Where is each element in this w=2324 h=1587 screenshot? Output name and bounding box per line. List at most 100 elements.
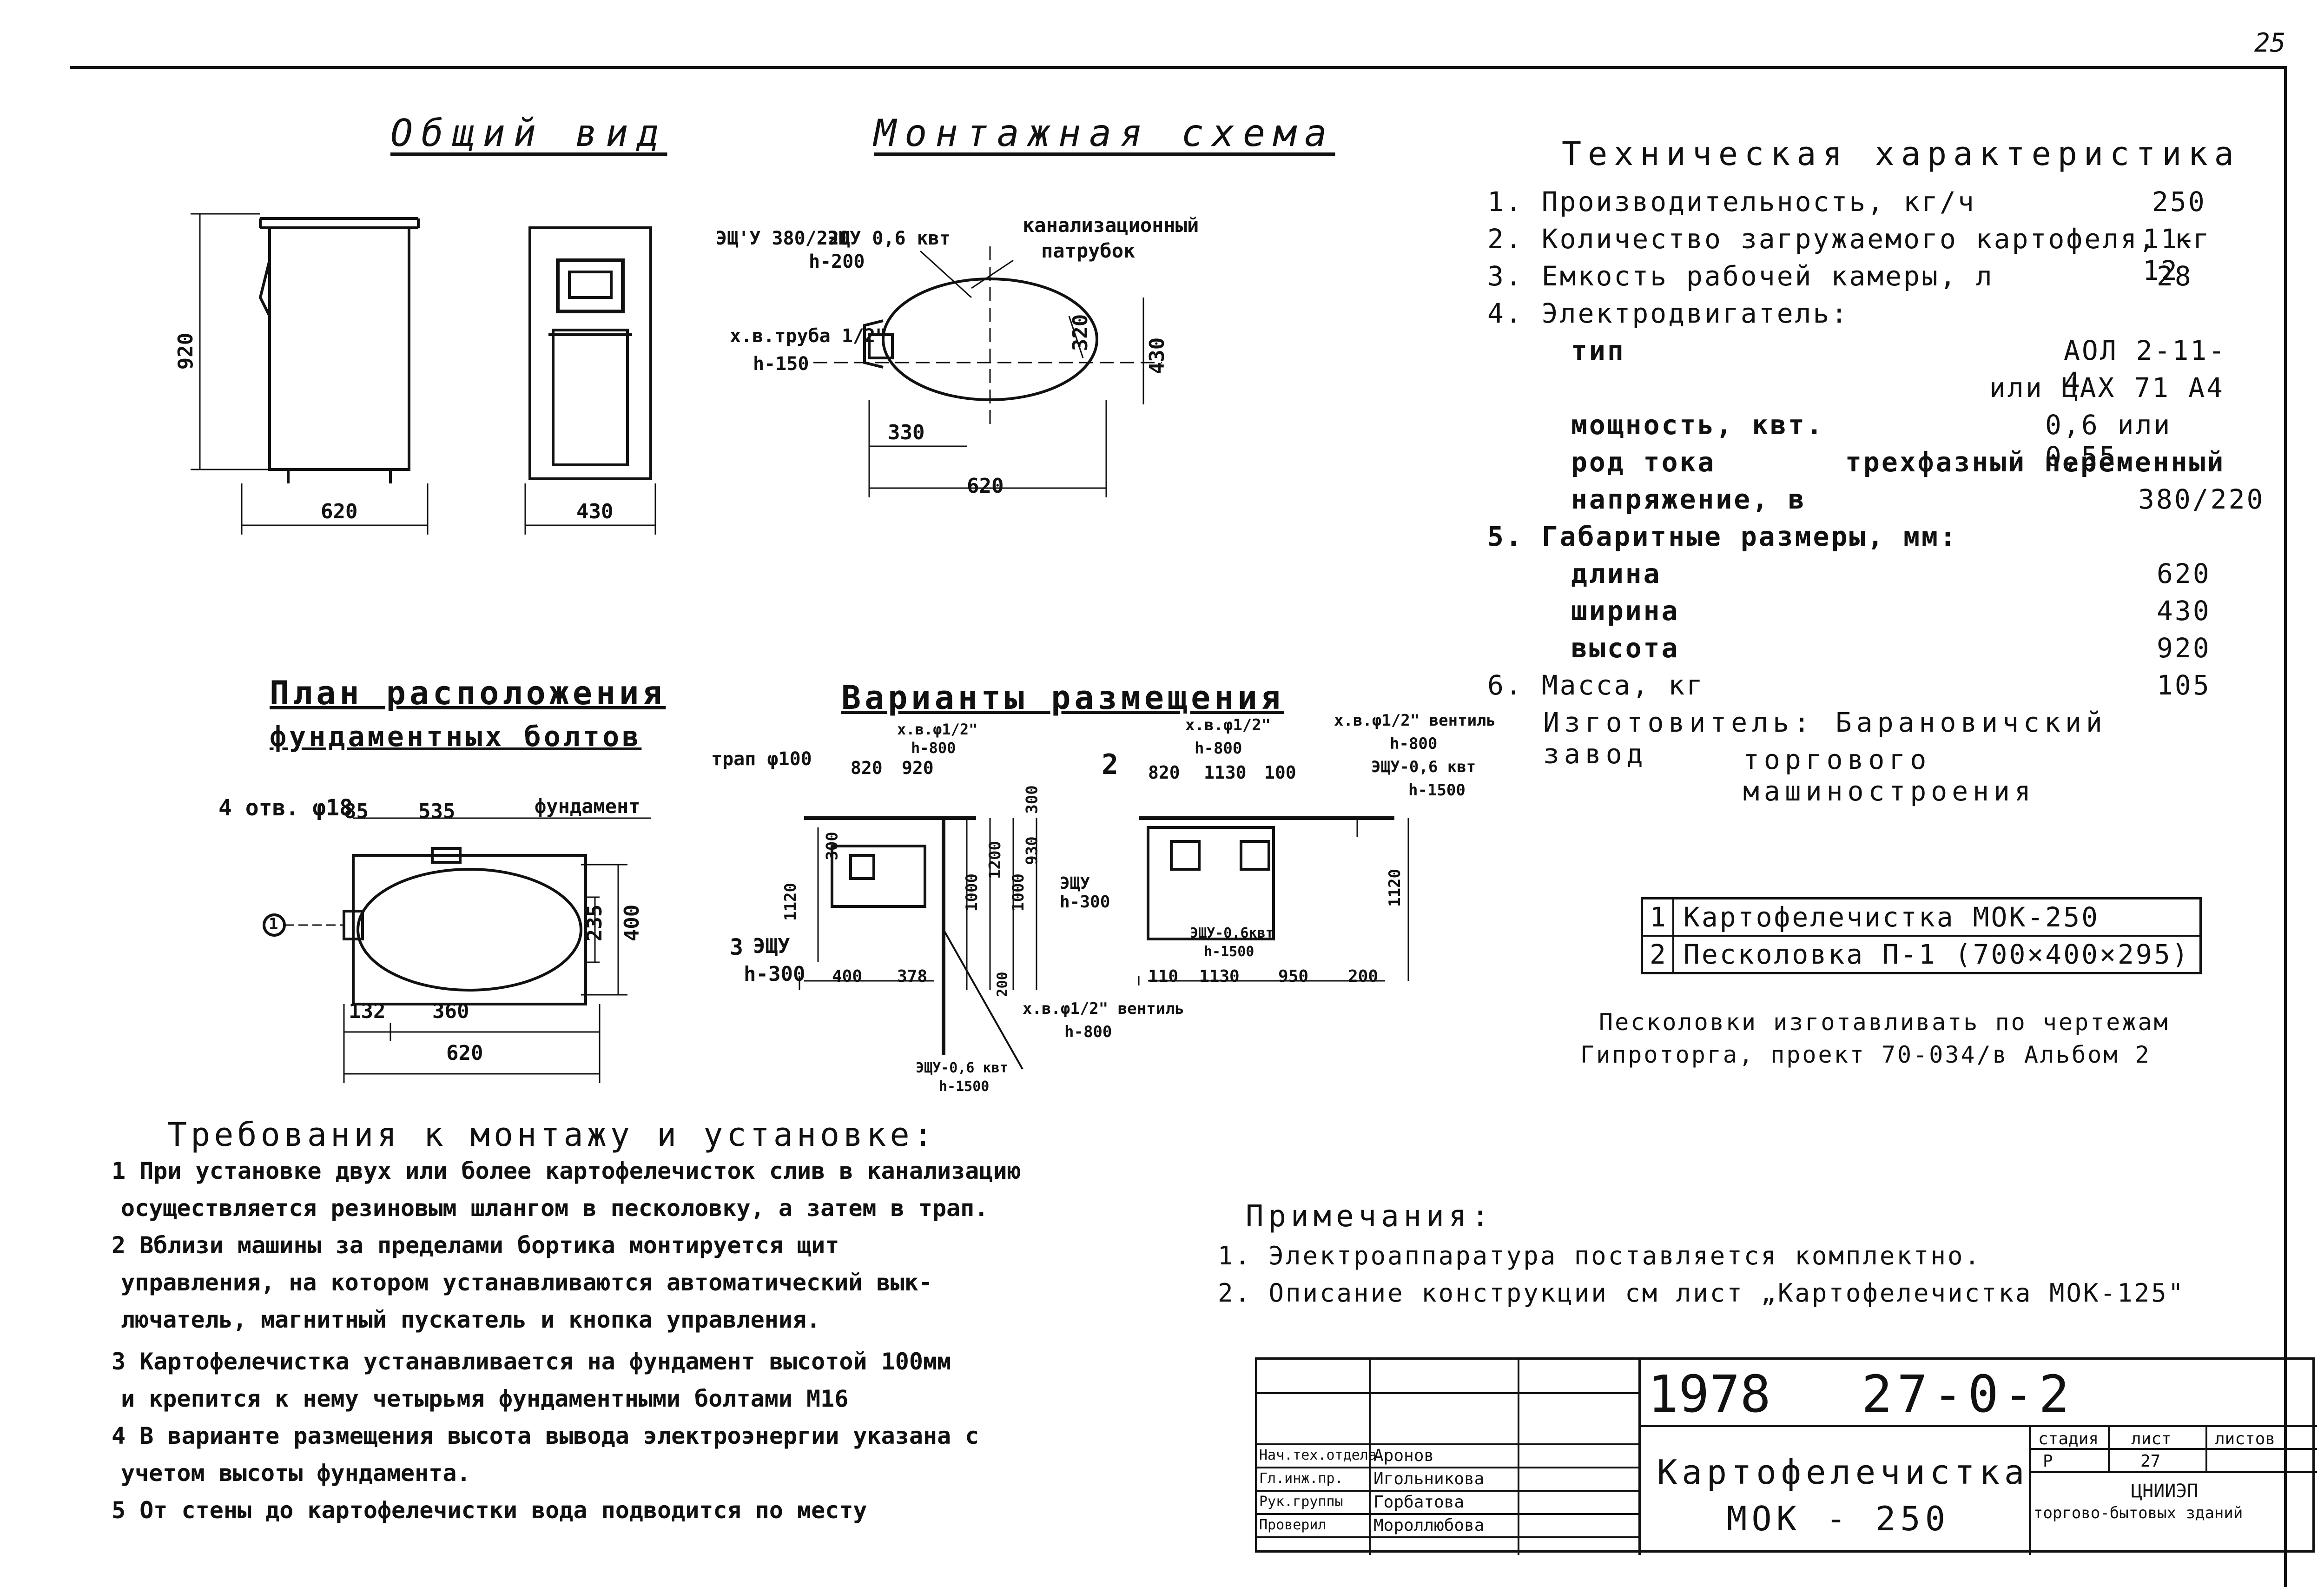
length-label: длина	[1571, 558, 1662, 589]
req-line: учетом высоты фундамента.	[121, 1460, 471, 1487]
pv-cw2-h: h-800	[1195, 739, 1242, 758]
height-label: высота	[1571, 632, 1680, 664]
note-line-1: 1. Электроаппаратура поставляется компле…	[1218, 1241, 1981, 1270]
fp-dim-360: 360	[432, 999, 469, 1023]
stamp-stage-header: стадия	[2038, 1429, 2099, 1448]
sewer-label-2: патрубок	[1041, 239, 1136, 262]
elec-height: h-200	[809, 251, 865, 272]
fp-dim-85: 85	[344, 800, 369, 823]
stamp-org-2: торгово-бытовых зданий	[2034, 1504, 2243, 1522]
stamp-sheet: 27	[2140, 1452, 2161, 1471]
pv-d820b: 820	[1148, 762, 1180, 783]
pv-esh4: ЭЩУ	[753, 934, 790, 958]
sewer-label-1: канализационный	[1023, 214, 1199, 237]
top-border-line	[70, 66, 2287, 69]
general-depth-dim: 430	[576, 500, 614, 523]
fp-dim-620: 620	[446, 1041, 483, 1065]
pv-esh3: ЭЩУ-0,6квт	[1190, 925, 1274, 941]
pv-d1120: 1120	[781, 883, 800, 921]
tech-spec-title: Техническая характеристика	[1562, 135, 2240, 173]
general-width-dim: 620	[321, 500, 358, 523]
length-value: 620	[2157, 558, 2211, 589]
current-value: трехфазный переменный	[1845, 446, 2225, 478]
dims-label: 5. Габаритные размеры, мм:	[1487, 521, 1958, 552]
pv-d1120b: 1120	[1385, 869, 1404, 907]
pv-cw4-h: h-800	[1064, 1023, 1112, 1041]
width-value: 430	[2157, 595, 2211, 627]
placement-title: Варианты размещения	[841, 679, 1284, 717]
general-view-title: Общий вид	[390, 112, 667, 155]
motor-type-value: АОЛ 2-11-4	[2064, 335, 2227, 398]
cold-water-label: х.в.труба 1/2"	[730, 325, 887, 347]
maker-label: Изготовитель: Барановичский завод	[1543, 707, 2107, 770]
pv-d100: 100	[1264, 762, 1296, 783]
stamp-org-1: ЦНИИЭП	[2131, 1481, 2199, 1502]
pv-d300b: 300	[1023, 785, 1042, 814]
stamp-role-3: Рук.группы	[1259, 1494, 1343, 1510]
pv-marker-3: 3	[730, 934, 743, 960]
pv-cw3-h: h-800	[1390, 734, 1438, 753]
pv-d930: 930	[1023, 836, 1042, 865]
foundation-title-2: фундаментных болтов	[270, 721, 642, 753]
pv-d300: 300	[823, 832, 842, 860]
stamp-name-4-person: Мороллюбова	[1373, 1516, 1485, 1535]
pv-d1130b: 1130	[1199, 967, 1240, 986]
fp-dim-400: 400	[620, 904, 644, 942]
stamp-role-4: Проверил	[1259, 1517, 1327, 1533]
req-line: и крепится к нему четырьмя фундаментными…	[121, 1385, 849, 1412]
pv-d200: 200	[1348, 967, 1379, 986]
stamp-sheets-header: листов	[2215, 1429, 2276, 1448]
foundation-title-1: План расположения	[270, 674, 666, 712]
spec-row: 3. Емкость рабочей камеры, л	[1487, 260, 1994, 292]
motor-type-alt: или ЦАХ 71 А4	[1989, 372, 2225, 403]
req-line: 2 Вблизи машины за пределами бортика мон…	[112, 1232, 839, 1259]
elec-label-1: ЭЩ'У 380/220	[716, 228, 850, 249]
req-line: 3 Картофелечистка устанавливается на фун…	[112, 1348, 951, 1375]
pv-cw1: х.в.φ1/2"	[897, 721, 978, 738]
legend-num-2: 2	[1641, 935, 1674, 974]
req-line: 5 От стены до картофелечистки вода подво…	[112, 1497, 867, 1524]
stamp-name-2-person: Игольникова	[1373, 1469, 1485, 1488]
cold-water-height: h-150	[753, 353, 809, 375]
spec-row: 2. Количество загружаемого картофеля, кг	[1487, 223, 2211, 255]
holes-label: 4 отв. φ18	[218, 795, 353, 821]
mount-dim-320: 320	[1069, 314, 1093, 351]
pv-esh: ЭЩУ-0,6 квт	[1371, 758, 1476, 776]
mass-label: 6. Масса, кг	[1487, 669, 1705, 701]
legend-note-1: Песколовки изготавливать по чертежам	[1599, 1009, 2170, 1036]
pv-d400: 400	[832, 967, 863, 986]
pv-cw4: х.в.φ1/2" вентиль	[1023, 999, 1184, 1018]
requirements-title: Требования к монтажу и установке:	[167, 1116, 937, 1154]
general-height-dim: 920	[174, 332, 198, 370]
stamp-name-1-person: Аронов	[1373, 1446, 1434, 1465]
pv-d1200: 1200	[985, 841, 1004, 879]
req-line: осуществляется резиновым шлангом в песко…	[121, 1195, 989, 1222]
req-line: управления, на котором устанавливаются а…	[121, 1269, 932, 1296]
pv-cw3: х.в.φ1/2" вентиль	[1334, 711, 1496, 730]
motor-type-label: тип	[1571, 335, 1625, 366]
stamp-name-2: МОК - 250	[1727, 1499, 1950, 1538]
pv-d1000a: 1000	[962, 873, 981, 912]
right-border-line	[2284, 66, 2287, 1587]
spec-row: 4. Электродвигатель:	[1487, 298, 1849, 329]
power-label: мощность, квт.	[1571, 409, 1824, 441]
mount-dim-330: 330	[888, 421, 925, 444]
stamp-year: 1978	[1648, 1364, 1771, 1424]
fp-marker-1: 1	[269, 915, 278, 933]
fp-dim-132: 132	[349, 999, 386, 1023]
stamp-role-1: Нач.тех.отдела	[1259, 1447, 1377, 1463]
pv-cw2: х.в.φ1/2"	[1185, 716, 1271, 734]
req-line: лючатель, магнитный пускатель и кнопка у…	[121, 1306, 821, 1333]
legend-text-1: Картофелечистка МОК-250	[1672, 897, 2202, 937]
machine-front-body	[268, 226, 410, 471]
mount-dim-430: 430	[1145, 337, 1169, 375]
spec-row: 1. Производительность, кг/ч	[1487, 186, 1976, 218]
pv-d200b: 200	[994, 972, 1011, 997]
foundation-rect	[352, 854, 587, 1005]
legend-num-1: 1	[1641, 897, 1674, 937]
page-number: 25	[2254, 28, 2286, 58]
voltage-value: 380/220	[2138, 483, 2265, 515]
req-line: 1 При установке двух или более картофеле…	[112, 1157, 1021, 1184]
pv-marker-2: 2	[1102, 748, 1119, 781]
pv-esh4-h: h-300	[744, 962, 805, 986]
